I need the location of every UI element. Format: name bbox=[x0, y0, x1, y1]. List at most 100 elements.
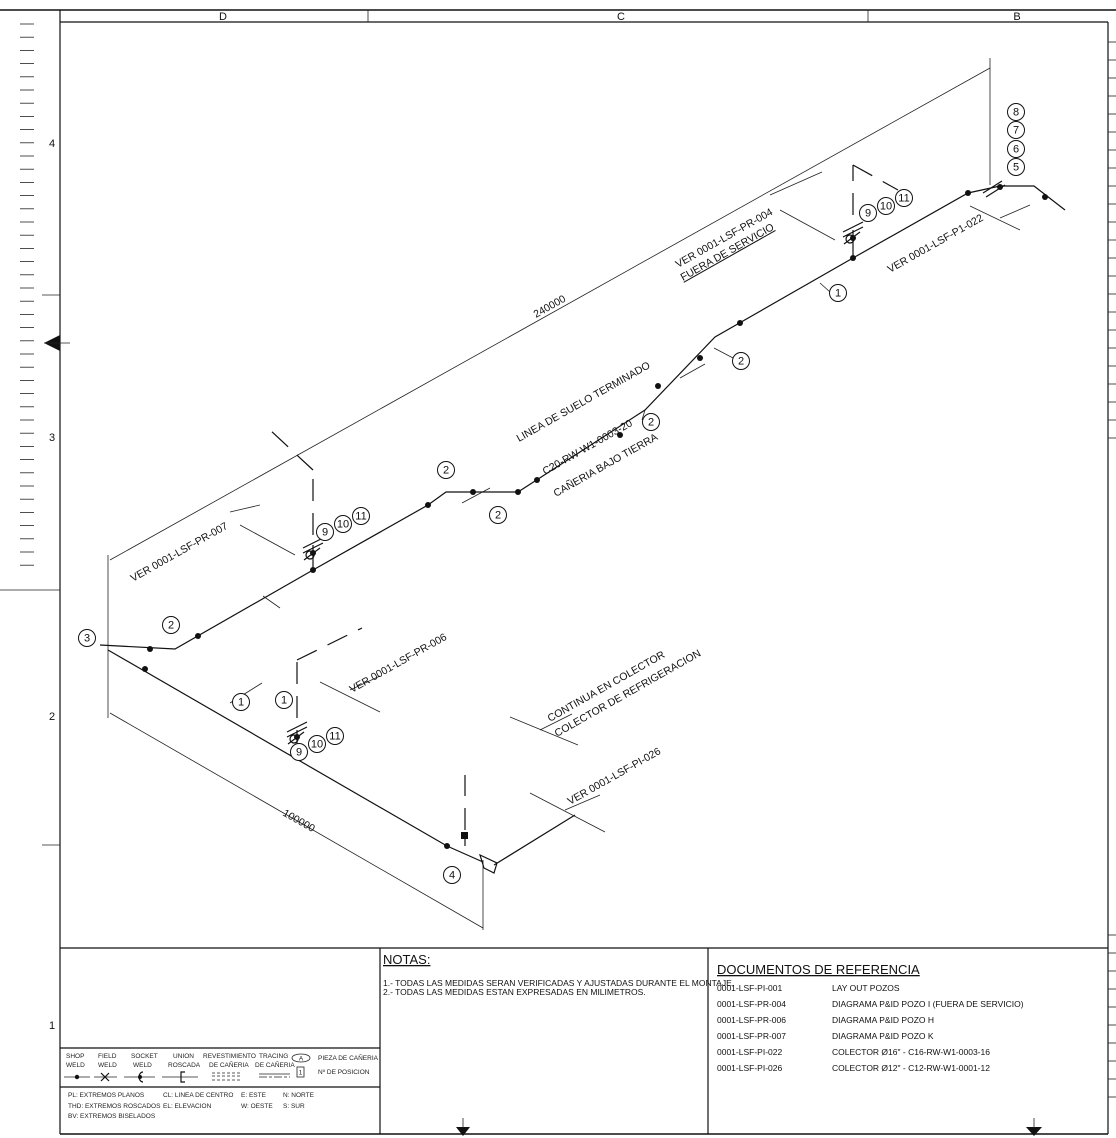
bubble-number: 6 bbox=[1013, 144, 1019, 156]
legend-union-roscada: ROSCADA bbox=[168, 1062, 201, 1069]
reference-code: 0001-LSF-PI-001 bbox=[717, 983, 782, 993]
position-bubble: 5 bbox=[1007, 158, 1025, 176]
shop-weld-icon bbox=[617, 432, 623, 438]
left-ruler bbox=[20, 23, 34, 566]
legend-revestimiento: DE CAÑERIA bbox=[209, 1060, 249, 1069]
column-label: B bbox=[1013, 11, 1020, 23]
position-bubble: 9 bbox=[290, 743, 308, 761]
abbreviation: PL: EXTREMOS PLANOS bbox=[68, 1092, 145, 1099]
bubble-number: 2 bbox=[648, 417, 654, 429]
title-block bbox=[60, 947, 1108, 1136]
reference-code: 0001-LSF-PR-004 bbox=[717, 999, 786, 1009]
bubble-number: 2 bbox=[738, 356, 744, 368]
reference-code: 0001-LSF-PI-022 bbox=[717, 1047, 782, 1057]
abbreviation: N: NORTE bbox=[283, 1092, 315, 1099]
position-bubble: 11 bbox=[326, 727, 344, 745]
reference-code: 0001-LSF-PR-007 bbox=[717, 1031, 786, 1041]
shop-weld-icon bbox=[1042, 194, 1048, 200]
shop-weld-icon bbox=[850, 255, 856, 261]
ref-p1022-label: VER 0001-LSF-P1-022 bbox=[886, 212, 986, 276]
row-label: 4 bbox=[49, 138, 55, 150]
position-bubble: 1 bbox=[829, 284, 847, 302]
shop-weld-icon bbox=[850, 235, 856, 241]
reference-description: LAY OUT POZOS bbox=[832, 983, 900, 993]
dimension-lower: 100000 bbox=[281, 807, 318, 835]
position-bubble: 9 bbox=[859, 204, 877, 222]
bubble-number: 2 bbox=[495, 510, 501, 522]
reference-description: DIAGRAMA P&ID POZO I (FUERA DE SERVICIO) bbox=[832, 999, 1024, 1009]
shop-weld-icon bbox=[515, 489, 521, 495]
legend-shop-weld: WELD bbox=[66, 1062, 85, 1069]
shop-weld-icon bbox=[697, 355, 703, 361]
ref-pr006-label: VER 0001-LSF-PR-006 bbox=[348, 631, 450, 696]
reference-description: COLECTOR Ø16" - C16-RW-W1-0003-16 bbox=[832, 1047, 990, 1057]
position-bubble: 3 bbox=[78, 629, 96, 647]
reference-code: 0001-LSF-PI-026 bbox=[717, 1063, 782, 1073]
shop-weld-icon bbox=[997, 184, 1003, 190]
bubble-number: 10 bbox=[311, 739, 323, 751]
bubble-number: 11 bbox=[355, 511, 366, 523]
abbreviation: BV: EXTREMOS BISELADOS bbox=[68, 1113, 156, 1120]
column-label: D bbox=[219, 11, 227, 23]
column-label: C bbox=[617, 11, 625, 23]
legend-socket-weld: WELD bbox=[133, 1062, 152, 1069]
right-ruler bbox=[1108, 41, 1116, 1098]
abbreviation: CL: LINEA DE CENTRO bbox=[163, 1092, 233, 1099]
pieza-symbol: A bbox=[299, 1056, 304, 1063]
position-bubble: 2 bbox=[162, 616, 180, 634]
note-item: 2.- TODAS LAS MEDIDAS ESTAN EXPRESADAS E… bbox=[383, 987, 646, 997]
bubble-number: 10 bbox=[880, 201, 892, 213]
bubble-number: 1 bbox=[281, 695, 287, 707]
reference-code: 0001-LSF-PR-006 bbox=[717, 1015, 786, 1025]
bubble-number: 9 bbox=[865, 208, 871, 220]
position-bubble: 2 bbox=[437, 461, 455, 479]
position-bubble: 6 bbox=[1007, 140, 1025, 158]
shop-weld-icon bbox=[310, 567, 316, 573]
position-bubble: 2 bbox=[642, 413, 660, 431]
legend-pieza: PIEZA DE CAÑERIA bbox=[318, 1053, 379, 1062]
legend-field-weld: FIELD bbox=[98, 1053, 117, 1060]
shop-weld-icon bbox=[534, 477, 540, 483]
shop-weld-icon bbox=[425, 502, 431, 508]
bubble-number: 10 bbox=[337, 519, 349, 531]
bubble-number: 2 bbox=[168, 620, 174, 632]
position-bubble: 7 bbox=[1007, 121, 1025, 139]
ref-pr007-label: VER 0001-LSF-PR-007 bbox=[129, 520, 231, 585]
reference-description: DIAGRAMA P&ID POZO H bbox=[832, 1015, 934, 1025]
shop-weld-icon bbox=[294, 734, 300, 740]
row-label: 3 bbox=[49, 432, 55, 444]
bubble-number: 9 bbox=[322, 527, 328, 539]
row-label: 1 bbox=[49, 1020, 55, 1032]
position-bubble: 11 bbox=[352, 507, 370, 525]
legend-socket-weld: SOCKET bbox=[131, 1053, 158, 1060]
pipe-run bbox=[99, 164, 1066, 874]
legend-shop-weld: SHOP bbox=[66, 1053, 84, 1060]
legend-union-roscada: UNION bbox=[173, 1053, 194, 1060]
shop-weld-icon bbox=[147, 646, 153, 652]
position-bubble: 11 bbox=[895, 189, 913, 207]
dimension-lines: 240000 100000 bbox=[107, 58, 991, 930]
position-bubble: 10 bbox=[877, 197, 895, 215]
shop-weld-icon bbox=[655, 383, 661, 389]
shop-weld-icon bbox=[470, 489, 476, 495]
drawing-frame: D C B 4 3 2 1 bbox=[0, 9, 1116, 1135]
bubble-number: 3 bbox=[84, 633, 90, 645]
position-bubble: 4 bbox=[443, 866, 461, 884]
legend-posicion: Nº DE POSICION bbox=[318, 1069, 370, 1076]
shop-weld-icon bbox=[142, 666, 148, 672]
shop-weld-icon bbox=[444, 843, 450, 849]
abbreviation: S: SUR bbox=[283, 1103, 305, 1110]
abbreviation: EL: ELEVACION bbox=[163, 1103, 212, 1110]
position-bubble: 8 bbox=[1007, 103, 1025, 121]
bubble-number: 5 bbox=[1013, 162, 1019, 174]
shop-weld-icon bbox=[965, 190, 971, 196]
bubble-number: 11 bbox=[898, 193, 909, 205]
shop-weld-icon bbox=[310, 550, 316, 556]
bubble-number: 8 bbox=[1013, 107, 1019, 119]
bubble-number: 1 bbox=[238, 697, 244, 709]
bubble-number: 9 bbox=[296, 747, 302, 759]
note-item: 1.- TODAS LAS MEDIDAS SERAN VERIFICADAS … bbox=[383, 978, 734, 988]
legend-revestimiento: REVESTIMIENTO bbox=[203, 1053, 256, 1060]
shop-weld-icon bbox=[195, 633, 201, 639]
position-bubble: 1 bbox=[232, 693, 250, 711]
